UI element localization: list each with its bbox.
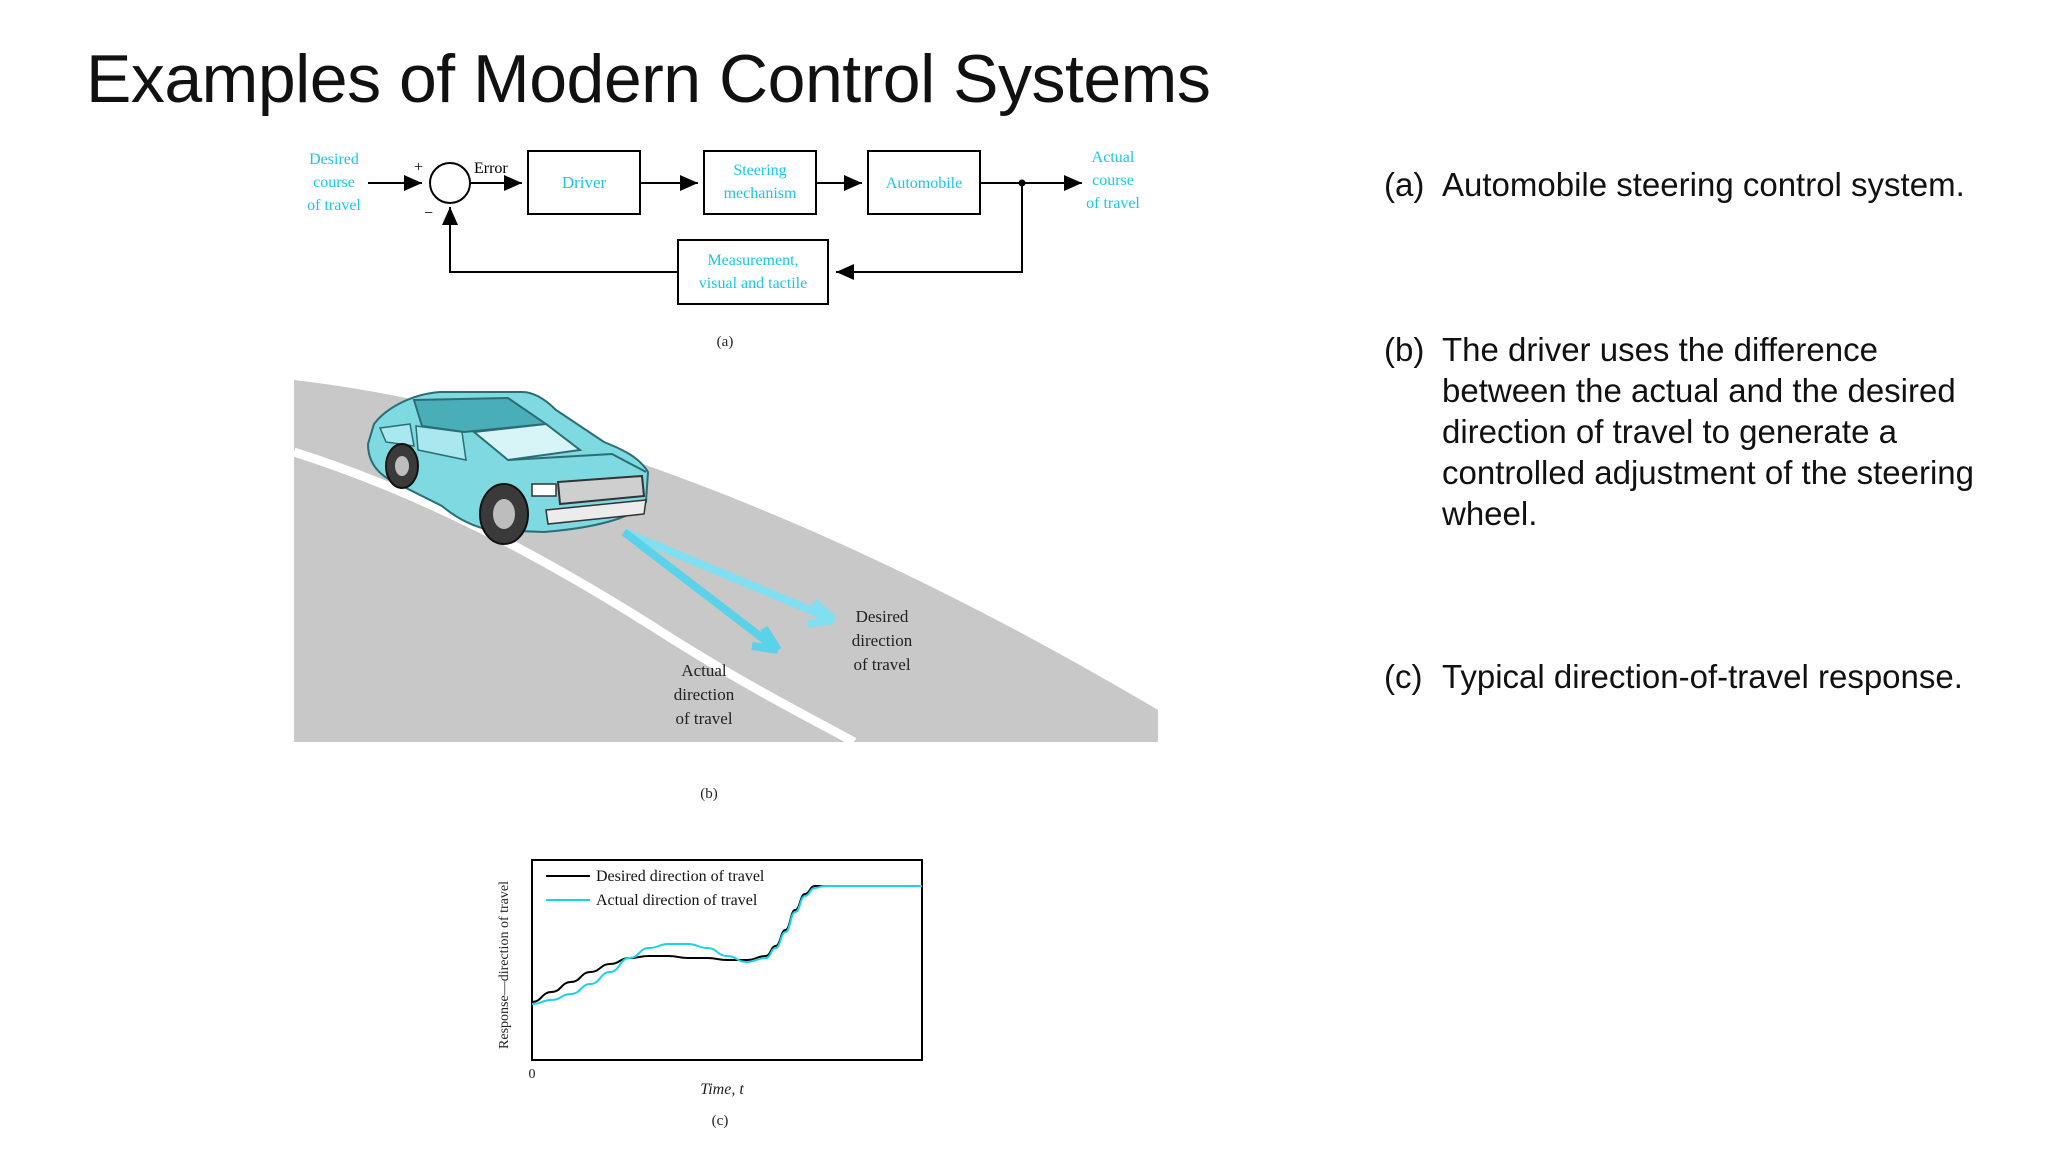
figure-c-response-chart: Desired direction of travel Actual direc… — [490, 840, 950, 1140]
desired-input-line-3: of travel — [307, 197, 361, 214]
series-line-actual — [531, 885, 922, 1005]
actual-direction-arrow — [621, 528, 782, 654]
caption-marker-a: (a) — [1384, 166, 1425, 203]
minus-sign: − — [424, 205, 433, 222]
actual-output-line-2: course — [1092, 172, 1134, 189]
caption-item-a: (a) Automobile steering control system. — [1384, 164, 2004, 205]
caption-item-b: (b) The driver uses the difference betwe… — [1384, 329, 2004, 534]
figure-a-block-diagram: Desired course of travel + − Error Drive… — [290, 140, 1170, 356]
actual-label-line-1: Actual — [681, 661, 727, 680]
lane-marking — [294, 447, 857, 746]
desired-input-line-2: course — [313, 174, 355, 191]
caption-marker-b: (b) — [1384, 331, 1425, 368]
caption-item-c: (c) Typical direction-of-travel response… — [1384, 656, 2004, 697]
automobile-block-label: Automobile — [886, 175, 962, 192]
plus-sign: + — [414, 159, 423, 176]
steering-block — [703, 150, 817, 215]
figure-a-caption: (a) — [717, 334, 734, 350]
caption-marker-c: (c) — [1384, 658, 1423, 695]
desired-label-line-3: of travel — [853, 655, 910, 674]
summing-junction — [429, 162, 471, 204]
x-axis-label: Time, t — [700, 1081, 744, 1098]
feedback-path-in — [836, 183, 1023, 280]
legend-label-desired: Desired direction of travel — [596, 868, 765, 885]
measurement-block-line-2: visual and tactile — [699, 275, 807, 292]
automobile-block — [867, 150, 981, 215]
actual-label-line-3: of travel — [675, 709, 732, 728]
caption-text-b: The driver uses the difference between t… — [1442, 331, 1974, 532]
slide-title: Examples of Modern Control Systems — [86, 41, 1211, 117]
caption-text-a: Automobile steering control system. — [1442, 166, 1965, 203]
y-axis-label: Response—direction of travel — [497, 881, 512, 1049]
steering-block-line-1: Steering — [733, 162, 786, 179]
actual-label-line-2: direction — [674, 685, 735, 704]
measurement-block-line-1: Measurement, — [707, 252, 798, 269]
feedback-path-out — [442, 207, 678, 273]
figure-b-caption: (b) — [700, 786, 718, 802]
error-label: Error — [474, 160, 508, 177]
figure-c-caption: (c) — [712, 1113, 729, 1129]
desired-label-line-1: Desired — [856, 607, 909, 626]
driver-block-label: Driver — [562, 173, 607, 192]
legend-label-actual: Actual direction of travel — [596, 892, 758, 909]
figure-b-car-illustration: Desired direction of travel Actual direc… — [294, 380, 1158, 804]
caption-text-c: Typical direction-of-travel response. — [1442, 658, 1963, 695]
actual-output-line-1: Actual — [1092, 149, 1135, 166]
desired-direction-arrow — [622, 528, 837, 628]
desired-label-line-2: direction — [852, 631, 913, 650]
actual-output-line-3: of travel — [1086, 195, 1140, 212]
measurement-block — [677, 239, 829, 305]
car — [366, 391, 650, 545]
desired-input-line-1: Desired — [309, 151, 359, 168]
steering-block-line-2: mechanism — [724, 185, 797, 202]
origin-tick-label: 0 — [529, 1067, 536, 1082]
